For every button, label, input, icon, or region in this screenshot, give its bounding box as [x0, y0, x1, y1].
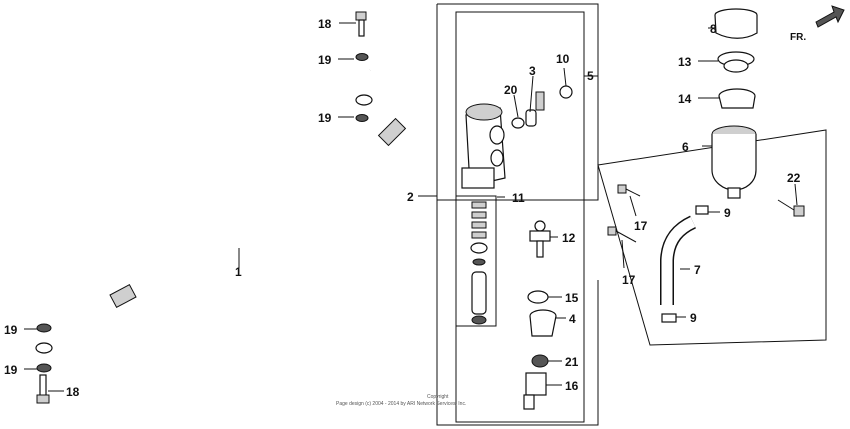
diaphragm-14	[718, 88, 756, 109]
callout-10: 10	[556, 52, 570, 66]
leader-lines	[24, 22, 798, 392]
callout-14: 14	[678, 92, 692, 106]
clevis-16	[523, 372, 547, 410]
callout-21: 21	[565, 355, 579, 369]
callout-19-b: 19	[318, 111, 332, 125]
bolt-17-lower	[607, 226, 637, 243]
callout-20: 20	[504, 83, 518, 97]
piston-set	[455, 195, 497, 327]
reservoir-6	[711, 125, 757, 199]
callout-6: 6	[682, 140, 689, 154]
callout-19-c: 19	[4, 323, 18, 337]
hose-clip-9-bottom	[661, 313, 677, 323]
push-rod-12	[529, 220, 551, 258]
banjo-bolt-bottom	[36, 374, 50, 404]
callout-17-lower: 17	[622, 273, 636, 287]
callout-15: 15	[565, 291, 579, 305]
diaphragm-plate-13	[717, 51, 755, 73]
reservoir-cap-8	[714, 8, 758, 39]
callout-1: 1	[235, 265, 242, 279]
callout-18-top: 18	[318, 17, 332, 31]
banjo-bolt-top	[355, 11, 367, 37]
callout-16: 16	[565, 379, 579, 393]
o-ring-10	[559, 85, 573, 99]
callout-18-bottom: 18	[66, 385, 80, 399]
front-direction-indicator: FR.	[790, 5, 845, 43]
bolt-17-upper	[617, 184, 641, 197]
front-direction-label: FR.	[790, 32, 806, 43]
callout-numbers: 1 2 3 4 5 6 7 8 9 9 10 11 12 13 14 15 16…	[4, 17, 801, 399]
callout-9-bottom: 9	[690, 311, 697, 325]
callout-17-upper: 17	[634, 219, 648, 233]
circlip-15	[527, 290, 549, 304]
boot-4	[529, 309, 557, 337]
reservoir-hose-7	[660, 215, 697, 305]
nut-21	[531, 354, 549, 368]
callout-22: 22	[787, 171, 801, 185]
callout-4: 4	[569, 312, 576, 326]
o-ring-20	[511, 117, 525, 129]
brake-hose	[35, 53, 420, 354]
callout-19-d: 19	[4, 363, 18, 377]
master-cylinder-assembly-box	[437, 3, 599, 201]
callout-13: 13	[678, 55, 692, 69]
callout-12: 12	[562, 231, 576, 245]
callout-3: 3	[529, 64, 536, 78]
master-cylinder-body	[461, 103, 506, 189]
callout-11: 11	[512, 191, 525, 205]
hose-joint-3	[525, 91, 545, 127]
copyright-line-2: Page design (c) 2004 - 2014 by ARI Netwo…	[336, 401, 466, 407]
washer-19-b	[355, 114, 369, 122]
washer-19-a	[355, 53, 369, 61]
callout-7: 7	[694, 263, 701, 277]
callout-5: 5	[587, 69, 594, 83]
callout-9-top: 9	[724, 206, 731, 220]
bolt-22	[777, 199, 805, 217]
washer-19-c	[36, 323, 52, 333]
master-cylinder-assembly-box-left	[436, 4, 599, 426]
callout-19-a: 19	[318, 53, 332, 67]
washer-19-d	[36, 363, 52, 373]
callout-8: 8	[710, 22, 717, 36]
callout-2: 2	[407, 190, 414, 204]
hose-clip-9-top	[695, 205, 709, 215]
copyright-line-1: Copyright	[427, 394, 449, 400]
